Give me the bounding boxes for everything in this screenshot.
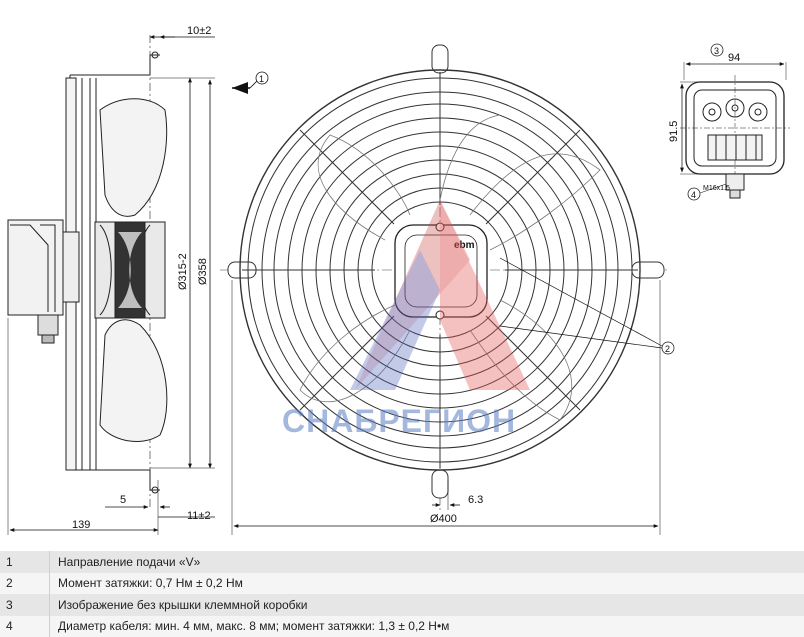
note-row: 1 Направление подачи «V» [0, 551, 804, 573]
front-view [220, 44, 670, 510]
thread-size: M16x1.5 [703, 185, 730, 192]
ebm-logo: ebm [454, 240, 475, 251]
watermark-text: СНАБРЕГИОН [282, 403, 516, 439]
dim-10: 10±2 [187, 25, 211, 37]
note-number: 3 [0, 594, 50, 616]
side-dimension-labels: 10±2 Ø315-2 Ø358 5 11±2 139 [72, 25, 211, 531]
dim-139: 139 [72, 519, 90, 531]
flow-direction-callout: 1 [232, 71, 269, 94]
note-number: 1 [0, 551, 50, 573]
callout-3: 3 [714, 46, 719, 56]
dim-91-5: 91.5 [668, 121, 680, 142]
note-text: Направление подачи «V» [58, 554, 201, 569]
notes-table: 1 Направление подачи «V» 2 Момент затяжк… [0, 551, 804, 637]
note-number: 2 [0, 572, 50, 594]
dim-5: 5 [120, 494, 126, 506]
note-row: 3 Изображение без крышки клеммной коробк… [0, 594, 804, 616]
note-text: Диаметр кабеля: мин. 4 мм, макс. 8 мм; м… [58, 619, 450, 634]
watermark-logo: СНАБРЕГИОН [282, 200, 530, 439]
callout-4: 4 [691, 190, 696, 200]
callout-1: 1 [259, 74, 264, 84]
callout-2: 2 [665, 344, 670, 354]
dim-358: Ø358 [197, 258, 209, 285]
dim-6-3: 6.3 [468, 494, 483, 506]
torque-callout [499, 257, 675, 355]
note-text: Момент затяжки: 0,7 Нм ± 0,2 Нм [58, 576, 243, 591]
side-dimensions [7, 35, 215, 535]
note-row: 4 Диаметр кабеля: мин. 4 мм, макс. 8 мм;… [0, 615, 804, 637]
terminal-box-view [680, 43, 790, 201]
dim-315: Ø315-2 [177, 253, 189, 290]
dim-94: 94 [728, 52, 740, 64]
dim-400: Ø400 [430, 513, 457, 525]
note-row: 2 Момент затяжки: 0,7 Нм ± 0,2 Нм [0, 572, 804, 594]
fan-technical-drawing: 10±2 Ø315-2 Ø358 5 11±2 139 1 [7, 25, 790, 535]
front-dimensions [231, 280, 661, 535]
side-view [7, 35, 168, 510]
note-number: 4 [0, 615, 50, 637]
note-text: Изображение без крышки клеммной коробки [58, 597, 308, 612]
dim-11: 11±2 [187, 510, 211, 522]
